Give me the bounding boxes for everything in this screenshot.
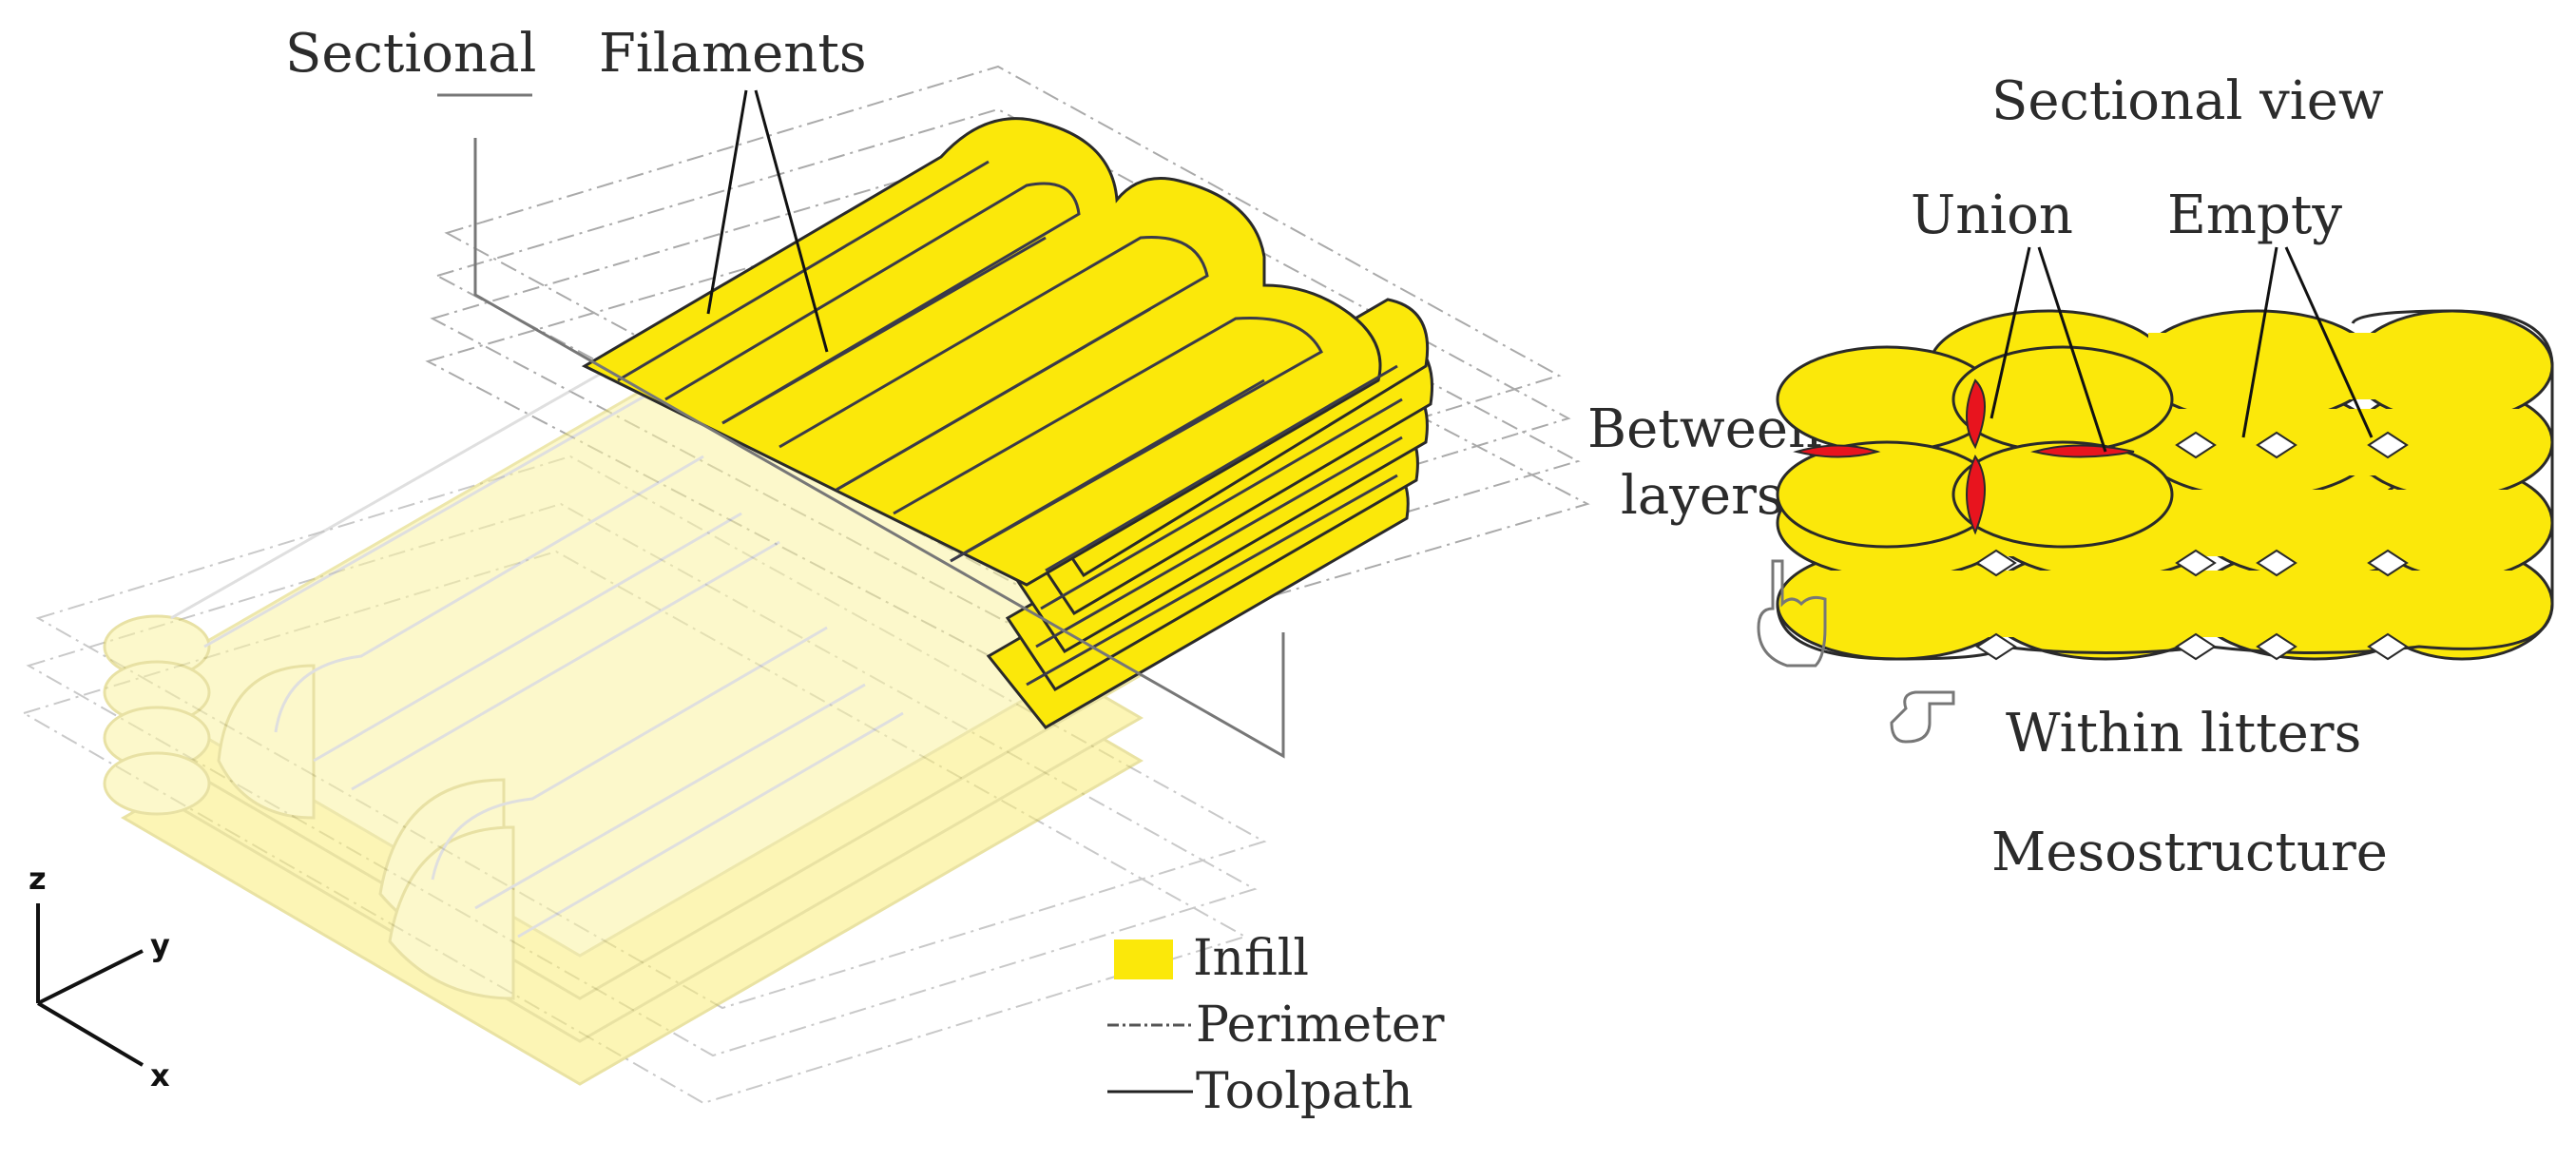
filaments-leader-lines xyxy=(706,89,829,353)
within-litters-label: Within litters xyxy=(2006,703,2361,765)
union-leader-lines xyxy=(1990,246,2107,453)
legend-infill-label: Infill xyxy=(1193,930,1309,987)
empty-label: Empty xyxy=(2167,184,2342,246)
legend-toolpath-label: Toolpath xyxy=(1196,1063,1413,1120)
hand-pointing-right-icon xyxy=(1890,690,1955,744)
union-regions xyxy=(1793,378,2135,535)
mesostructure-label: Mesostructure xyxy=(1991,822,2388,883)
legend: Infill Perimeter Toolpath xyxy=(1107,930,1445,1120)
axis-x-label: x xyxy=(150,1057,170,1094)
sectional-view-title: Sectional view xyxy=(1991,70,2384,132)
union-label: Union xyxy=(1911,184,2073,246)
hand-pointing-down-icon xyxy=(1757,559,1827,668)
empty-leader-lines xyxy=(2241,246,2374,438)
sectional-plane xyxy=(437,93,1285,759)
axis-y-label: y xyxy=(150,927,170,963)
axis-indicator xyxy=(36,903,144,1067)
legend-infill-swatch xyxy=(1114,939,1173,979)
void-markers xyxy=(1975,431,2409,661)
legend-perimeter-label: Perimeter xyxy=(1196,997,1445,1054)
infill-filament-stack xyxy=(581,117,1433,729)
layers-label: layers xyxy=(1621,465,1784,527)
axis-z-label: z xyxy=(29,861,47,897)
union-cell-block xyxy=(1776,345,2174,549)
sectional-label: Sectional xyxy=(285,23,536,85)
mesostructure-outline xyxy=(1776,309,2554,661)
filaments-label: Filaments xyxy=(599,23,867,85)
